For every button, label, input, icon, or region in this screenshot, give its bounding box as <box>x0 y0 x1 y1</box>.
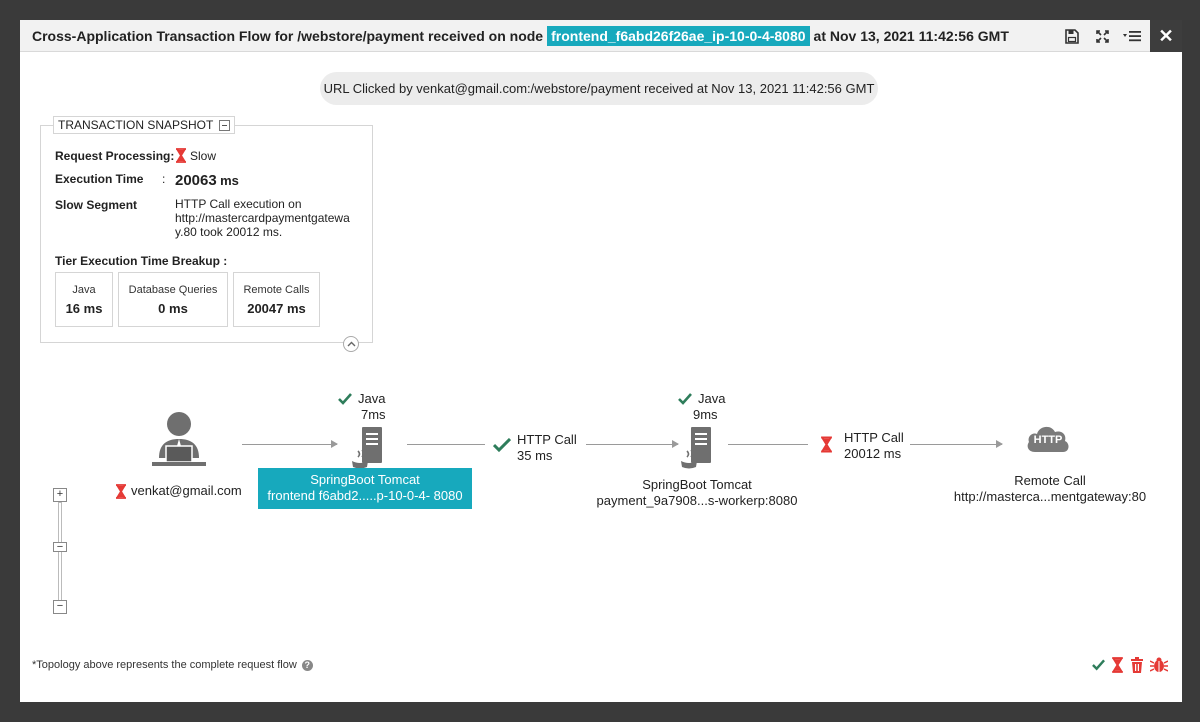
execution-time-value: 20063 ms <box>175 172 239 189</box>
remote-host: http://masterca...mentgateway:80 <box>953 489 1147 504</box>
chevron-up-icon <box>347 341 355 347</box>
call1-label: HTTP Call 35 ms <box>517 432 577 464</box>
bug-icon[interactable] <box>1150 657 1168 673</box>
footer-note-text: *Topology above represents the complete … <box>32 659 297 671</box>
fullscreen-icon[interactable] <box>1092 26 1112 46</box>
hourglass-icon <box>176 148 186 163</box>
call2-time: 20012 ms <box>844 446 902 461</box>
tier-java-label: Java <box>72 284 96 296</box>
execution-time-label: Execution Time <box>55 172 144 186</box>
footer-note: *Topology above represents the complete … <box>32 659 313 671</box>
menu-icon[interactable] <box>1122 26 1142 46</box>
title-prefix: Cross-Application Transaction Flow for /… <box>32 28 544 44</box>
zoom-track[interactable] <box>58 502 62 606</box>
node1-tech-label: Java <box>358 391 386 406</box>
hourglass-icon[interactable] <box>1111 657 1124 673</box>
collapse-snapshot-icon[interactable] <box>219 119 231 131</box>
http-cloud-icon[interactable]: HTTP <box>1025 422 1071 454</box>
node2-tech-label: Java <box>698 391 726 406</box>
check-icon <box>678 393 692 405</box>
check-icon[interactable] <box>1092 659 1105 671</box>
flow-line-node2-to-call2 <box>728 444 808 445</box>
snapshot-heading: TRANSACTION SNAPSHOT <box>53 116 236 134</box>
trash-icon[interactable] <box>1130 657 1144 673</box>
hourglass-icon <box>821 436 832 453</box>
url-info-pill: URL Clicked by venkat@gmail.com:/webstor… <box>320 72 878 105</box>
remote-name: Remote Call <box>1014 473 1086 488</box>
flow-arrow-call2-to-remote <box>910 440 1003 448</box>
remote-label: Remote Call http://masterca...mentgatewa… <box>935 473 1165 505</box>
user-label: venkat@gmail.com <box>115 483 242 499</box>
call1-time: 35 ms <box>517 448 553 463</box>
node2-name: SpringBoot Tomcat <box>642 477 752 492</box>
execution-time-sep: : <box>162 172 166 186</box>
tier-java-value: 16 ms <box>65 301 103 316</box>
dialog-title: Cross-Application Transaction Flow for /… <box>32 20 1009 52</box>
java-server-icon[interactable] <box>348 425 388 470</box>
cloud-icon <box>1027 426 1069 452</box>
tier-remote: Remote Calls 20047 ms <box>233 272 320 327</box>
execution-time-number: 20063 <box>175 172 217 189</box>
title-node-name: frontend_f6abd26f26ae_ip-10-0-4-8080 <box>547 26 810 46</box>
flow-arrow-call1-to-node2 <box>586 440 679 448</box>
call2-label: HTTP Call 20012 ms <box>844 430 904 462</box>
call1-type: HTTP Call <box>517 432 577 447</box>
tier-remote-label: Remote Calls <box>243 284 310 296</box>
node1-host: frontend f6abd2.....p-10-0-4- 8080 <box>267 488 463 503</box>
node2-tech: Java <box>678 391 725 407</box>
call2-type: HTTP Call <box>844 430 904 445</box>
request-processing-label: Request Processing: <box>55 149 175 163</box>
help-icon[interactable]: ? <box>301 659 313 671</box>
titlebar: Cross-Application Transaction Flow for /… <box>20 20 1182 52</box>
flow-arrow-user-to-node1 <box>242 440 338 448</box>
title-suffix: at Nov 13, 2021 11:42:56 GMT <box>813 28 1009 44</box>
java-server-icon[interactable] <box>677 425 717 470</box>
tier-database-label: Database Queries <box>128 284 218 296</box>
flow-line-node1-to-call1 <box>407 444 485 445</box>
status-legend <box>1092 657 1168 673</box>
node1-name: SpringBoot Tomcat <box>310 472 420 487</box>
zoom-in-button[interactable]: + <box>53 488 67 502</box>
toggle-snapshot-button[interactable] <box>343 336 359 352</box>
transaction-snapshot-panel: TRANSACTION SNAPSHOT Request Processing:… <box>40 116 373 352</box>
tier-remote-value: 20047 ms <box>247 301 306 316</box>
check-icon <box>493 438 511 453</box>
http-icon-text: HTTP <box>1033 434 1063 446</box>
zoom-out-button[interactable]: − <box>53 600 67 614</box>
execution-time-unit: ms <box>220 173 239 188</box>
node2-label: SpringBoot Tomcat payment_9a7908...s-wor… <box>590 477 804 509</box>
node1-selected-box[interactable]: SpringBoot Tomcat frontend f6abd2.....p-… <box>258 468 472 509</box>
tier-java: Java 16 ms <box>55 272 113 327</box>
zoom-slider-handle[interactable]: − <box>53 542 67 553</box>
slow-segment-value: HTTP Call execution on http://mastercard… <box>175 197 350 239</box>
close-button[interactable]: ✕ <box>1150 20 1182 52</box>
user-icon[interactable] <box>150 410 208 468</box>
tier-database-value: 0 ms <box>158 301 188 316</box>
save-icon[interactable] <box>1062 26 1082 46</box>
zoom-control: + − − <box>53 488 67 618</box>
hourglass-icon <box>116 483 126 499</box>
request-processing-text: Slow <box>190 148 217 163</box>
request-processing-value: Slow <box>175 148 216 163</box>
node2-time: 9ms <box>693 407 718 422</box>
titlebar-actions <box>1062 20 1142 52</box>
check-icon <box>338 393 352 405</box>
transaction-flow-dialog: Cross-Application Transaction Flow for /… <box>20 20 1182 702</box>
node1-time: 7ms <box>361 407 386 422</box>
tier-breakup-label: Tier Execution Time Breakup : <box>55 254 228 268</box>
node1-tech: Java <box>338 391 385 407</box>
user-email: venkat@gmail.com <box>131 483 242 498</box>
snapshot-heading-text: TRANSACTION SNAPSHOT <box>58 118 214 132</box>
tier-database: Database Queries 0 ms <box>118 272 228 327</box>
node2-host: payment_9a7908...s-workerp:8080 <box>596 493 798 508</box>
slow-segment-label: Slow Segment <box>55 198 138 212</box>
